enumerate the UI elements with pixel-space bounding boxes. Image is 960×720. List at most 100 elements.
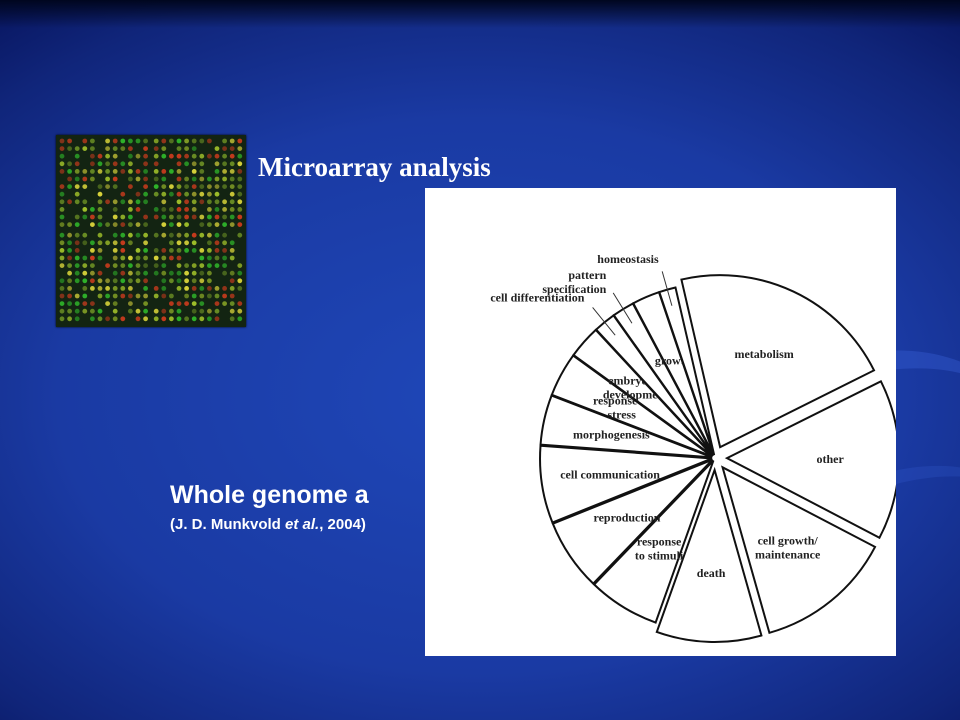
pie-label-cell-communication: cell communication	[560, 467, 660, 481]
microarray-spot	[184, 191, 190, 197]
microarray-spot	[74, 232, 80, 238]
microarray-spot	[67, 301, 72, 306]
microarray-spot	[237, 184, 243, 189]
microarray-spot	[82, 184, 88, 189]
microarray-spot	[143, 278, 148, 284]
microarray-spot	[90, 248, 95, 253]
pie-slice-reproduction	[551, 458, 714, 586]
microarray-spot	[169, 222, 174, 227]
microarray-spot	[143, 248, 148, 253]
microarray-spot	[74, 161, 80, 167]
microarray-spot	[169, 316, 174, 322]
microarray-spot	[207, 199, 212, 205]
microarray-spot	[120, 263, 126, 268]
microarray-spot	[97, 169, 103, 174]
microarray-spot	[67, 222, 72, 227]
microarray-spot	[222, 222, 228, 227]
microarray-spot	[161, 255, 167, 261]
microarray-spot	[120, 293, 126, 299]
microarray-spot	[176, 184, 182, 189]
microarray-spot	[97, 270, 103, 276]
microarray-spot	[214, 184, 220, 189]
microarray-spot	[153, 161, 159, 167]
microarray-spot	[105, 316, 110, 322]
microarray-spot	[191, 301, 197, 306]
microarray-spot	[97, 214, 103, 220]
microarray-spot	[176, 176, 182, 182]
microarray-spot	[184, 214, 190, 220]
microarray-spot	[120, 286, 126, 291]
microarray-spot	[169, 308, 174, 314]
microarray-spot	[153, 169, 159, 174]
microarray-spot	[153, 138, 159, 144]
microarray-spot	[184, 286, 190, 291]
microarray-spot	[207, 184, 212, 189]
microarray-spot	[82, 263, 88, 268]
microarray-spot	[169, 240, 174, 246]
microarray-spot	[161, 169, 167, 174]
microarray-spot	[191, 146, 197, 151]
microarray-spot	[153, 191, 159, 197]
pie-leader-homeostasis	[661, 271, 673, 306]
microarray-spot	[207, 308, 212, 314]
microarray-spot	[184, 222, 190, 227]
microarray-spot	[67, 248, 72, 253]
microarray-spot	[59, 286, 65, 291]
microarray-spot	[191, 191, 197, 197]
microarray-spot	[214, 232, 220, 238]
microarray-spot	[184, 176, 190, 182]
microarray-spot	[67, 138, 72, 144]
microarray-spot	[207, 255, 212, 261]
microarray-spot	[120, 214, 126, 220]
microarray-spot	[143, 286, 148, 291]
microarray-spot	[90, 301, 95, 306]
pie-label-cell-growth-maintenance: cell growth/maintenance	[755, 533, 821, 561]
microarray-spot	[112, 278, 118, 284]
pie-leader-cell-differentiation	[592, 307, 616, 336]
microarray-spot	[237, 153, 243, 159]
microarray-spot	[229, 207, 235, 212]
microarray-spot	[82, 255, 88, 261]
microarray-spot	[74, 191, 80, 197]
microarray-spot	[214, 222, 220, 227]
microarray-spot	[214, 153, 220, 159]
microarray-spot	[222, 169, 228, 174]
microarray-spot	[191, 278, 197, 284]
microarray-spot	[143, 191, 148, 197]
microarray-spot	[67, 184, 72, 189]
microarray-spot	[112, 293, 118, 299]
microarray-spot	[112, 161, 118, 167]
microarray-spot	[214, 255, 220, 261]
microarray-spot	[74, 301, 80, 306]
microarray-spot	[135, 316, 141, 322]
microarray-spot	[153, 263, 159, 268]
microarray-spot	[105, 184, 110, 189]
microarray-spot	[176, 316, 182, 322]
microarray-spot	[199, 263, 205, 268]
microarray-spot	[153, 255, 159, 261]
microarray-spot	[199, 191, 205, 197]
microarray-spot	[112, 301, 118, 306]
microarray-spot	[169, 293, 174, 299]
microarray-spot	[128, 184, 133, 189]
microarray-spot	[153, 214, 159, 220]
pie-slice-cell-communication	[539, 444, 713, 524]
microarray-spot	[207, 263, 212, 268]
microarray-spot	[237, 191, 243, 197]
microarray-spot	[90, 138, 95, 144]
microarray-spot	[74, 146, 80, 151]
microarray-spot	[90, 316, 95, 322]
microarray-spot	[90, 308, 95, 314]
microarray-spot	[135, 199, 141, 205]
microarray-spot	[191, 316, 197, 322]
microarray-spot	[237, 222, 243, 227]
microarray-spot	[97, 207, 103, 212]
microarray-spot	[214, 207, 220, 212]
microarray-spot	[207, 207, 212, 212]
microarray-spot	[135, 308, 141, 314]
microarray-spot	[90, 255, 95, 261]
microarray-spot	[82, 146, 88, 151]
microarray-spot	[112, 199, 118, 205]
microarray-spot	[222, 293, 228, 299]
microarray-spot	[161, 293, 167, 299]
